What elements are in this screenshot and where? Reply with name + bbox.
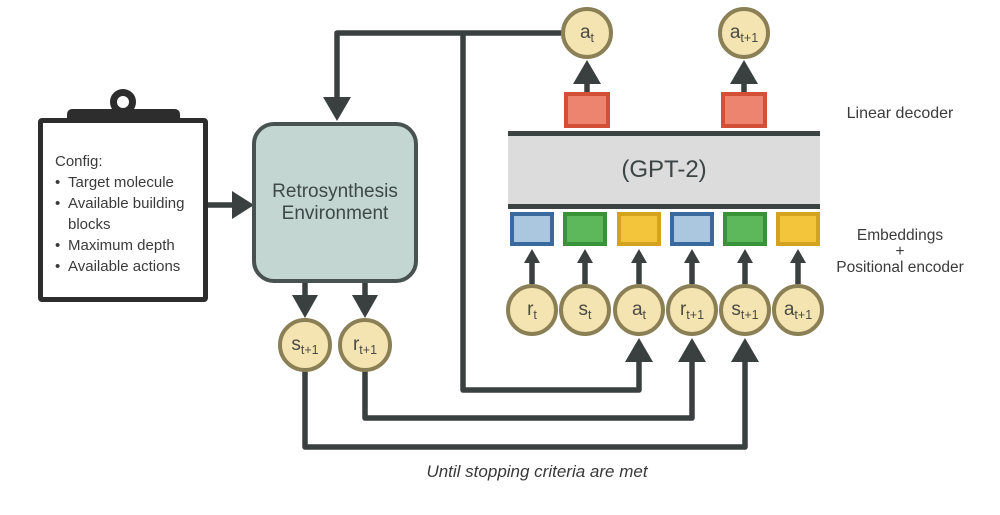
arrowhead-feedback-at (625, 338, 653, 362)
config-item: •Available actions (55, 258, 181, 275)
config-clipboard: Config: •Target molecule •Available buil… (38, 118, 208, 302)
token-circle-rt: rt (506, 284, 558, 336)
arrowhead-embed-1 (524, 249, 540, 263)
token-circle-st1-env: st+1 (278, 318, 332, 372)
arrowhead-feedback-rt1 (678, 338, 706, 362)
stopping-criteria-caption: Until stopping criteria are met (426, 462, 648, 481)
linear-decoder-square-2 (721, 92, 767, 128)
connector-at-to-environment (334, 30, 561, 99)
environment-label: Retrosynthesis Environment (272, 180, 398, 224)
embedding-square-2 (563, 212, 607, 246)
token-circle-rt1: rt+1 (666, 284, 718, 336)
clipboard-clip-icon (67, 109, 180, 123)
config-item: •Target molecule (55, 174, 174, 191)
connector-rt1-feedback (362, 360, 695, 421)
embeddings-label: Embeddings + Positional encoder (836, 227, 964, 276)
token-circle-at: at (613, 284, 665, 336)
linear-decoder-label: Linear decoder (846, 105, 954, 122)
connector-at-feedback (460, 33, 642, 393)
config-item: •Available building blocks (55, 195, 185, 233)
token-circle-st: st (559, 284, 611, 336)
embedding-square-4 (670, 212, 714, 246)
embedding-square-3 (617, 212, 661, 246)
token-circle-at1-output: at+1 (718, 7, 770, 59)
arrowhead-decoder-at (573, 60, 601, 84)
arrowhead-embed-2 (577, 249, 593, 263)
arrowhead-embed-3 (631, 249, 647, 263)
arrowhead-env-st1 (292, 295, 318, 318)
arrowhead-feedback-st1 (731, 338, 759, 362)
gpt2-box: (GPT-2) (508, 131, 820, 209)
token-circle-rt1-env: rt+1 (338, 318, 392, 372)
arrowhead-env-rt1 (352, 295, 378, 318)
token-circle-at1: at+1 (772, 284, 824, 336)
embedding-square-5 (723, 212, 767, 246)
connector-st1-feedback (302, 360, 748, 450)
environment-box: Retrosynthesis Environment (252, 122, 418, 283)
embedding-square-6 (776, 212, 820, 246)
token-circle-at-output: at (561, 7, 613, 59)
config-title: Config: (55, 153, 103, 170)
arrowhead-embed-4 (684, 249, 700, 263)
arrowhead-into-environment (323, 97, 351, 121)
linear-decoder-square-1 (564, 92, 610, 128)
token-circle-st1: st+1 (719, 284, 771, 336)
embedding-square-1 (510, 212, 554, 246)
arrowhead-config (232, 191, 254, 219)
arrowhead-embed-6 (790, 249, 806, 263)
gpt2-label: (GPT-2) (621, 156, 707, 183)
config-item: •Maximum depth (55, 237, 175, 254)
clipboard-ring-icon (110, 89, 136, 115)
arrowhead-embed-5 (737, 249, 753, 263)
arrowhead-decoder-at1 (730, 60, 758, 84)
